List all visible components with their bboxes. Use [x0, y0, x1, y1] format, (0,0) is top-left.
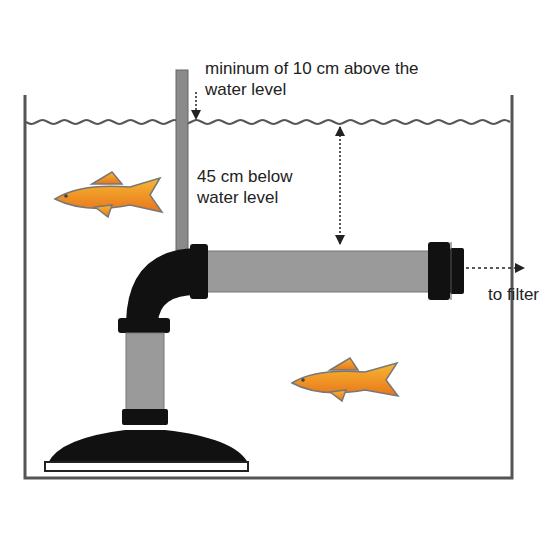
fish: [292, 358, 398, 401]
air-tube: [176, 70, 188, 250]
base-plate: [45, 462, 248, 471]
dimension-arrow: [339, 127, 341, 244]
bulkhead-fitting: [450, 248, 464, 294]
elbow-collar: [118, 318, 170, 333]
fish: [55, 172, 162, 217]
pipe-collar: [122, 409, 168, 425]
dimension-label: 45 cm below water level: [197, 166, 315, 209]
tank-wall: [25, 95, 512, 478]
elbow-fitting: [126, 248, 196, 322]
flow-arrow: [466, 267, 524, 269]
flow-label: to filter: [488, 284, 544, 305]
bulkhead-fitting: [428, 242, 450, 300]
vertical-pipe: [126, 333, 164, 411]
dimension-label: mininum of 10 cm above the water level: [205, 58, 427, 101]
elbow-collar: [190, 244, 208, 299]
suction-base: [48, 430, 248, 463]
water-surface: [26, 120, 510, 124]
water-surface: [26, 120, 510, 124]
horizontal-pipe: [205, 251, 433, 292]
dimension-arrow: [195, 92, 197, 119]
